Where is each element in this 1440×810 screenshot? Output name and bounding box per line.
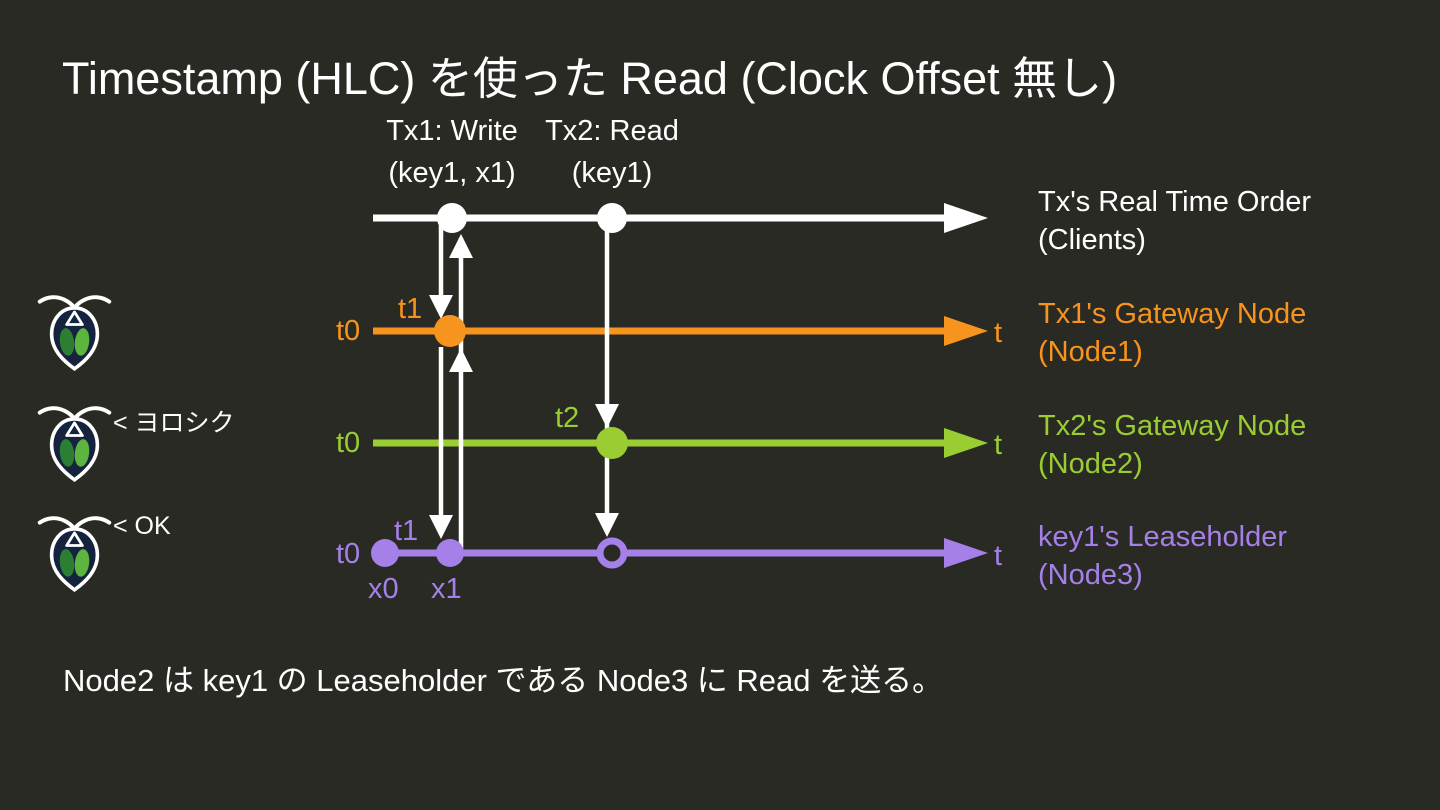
node3-x1-label: x1 bbox=[431, 573, 462, 605]
slide-note: Node2 は key1 の Leaseholder である Node3 に R… bbox=[63, 663, 944, 698]
node3-x0-label: x0 bbox=[368, 573, 399, 605]
node3-x1-dot bbox=[436, 539, 464, 567]
tx2-client-event-dot bbox=[597, 203, 627, 233]
node1-t-label: t bbox=[994, 317, 1003, 349]
cockroachdb-roach-icon bbox=[37, 516, 112, 592]
node1-timeline-label: Tx1's Gateway Node (Node1) bbox=[1038, 295, 1306, 371]
tx1-header-line1: Tx1: Write bbox=[386, 115, 518, 147]
tx2-header-line1: Tx2: Read bbox=[545, 115, 679, 147]
tx1-request-arrow bbox=[429, 218, 453, 539]
clients-timeline-label: Tx's Real Time Order (Clients) bbox=[1038, 183, 1311, 259]
node3-t-label: t bbox=[994, 540, 1003, 572]
node3-x0-dot bbox=[371, 539, 399, 567]
node2-timeline-axis bbox=[373, 428, 988, 458]
node1-t1-event-dot bbox=[434, 315, 466, 347]
tx2-header: Tx2: Read (key1) bbox=[500, 110, 724, 194]
node3-t1-event-label: t1 bbox=[394, 515, 419, 547]
cockroachdb-roach-icon bbox=[37, 295, 112, 371]
clients-timeline-axis bbox=[373, 203, 988, 233]
node3-timeline-label: key1's Leaseholder (Node3) bbox=[1038, 518, 1287, 594]
clients-timeline-subtitle: (Clients) bbox=[1038, 224, 1146, 256]
node1-timeline-subtitle: (Node1) bbox=[1038, 336, 1143, 368]
tx1-header: Tx1: Write (key1, x1) bbox=[340, 110, 564, 194]
tx1-client-event-dot bbox=[437, 203, 467, 233]
node3-timeline-title: key1's Leaseholder bbox=[1038, 521, 1287, 553]
tx1-header-line2: (key1, x1) bbox=[388, 157, 516, 189]
node1-timeline-axis bbox=[373, 316, 988, 346]
node1-t1-event-label: t1 bbox=[398, 293, 423, 325]
node2-timeline-label: Tx2's Gateway Node (Node2) bbox=[1038, 407, 1306, 483]
node2-t0-label: t0 bbox=[336, 427, 361, 459]
clients-timeline-title: Tx's Real Time Order bbox=[1038, 186, 1312, 218]
tx1-response-arrow bbox=[449, 234, 473, 553]
tx2-header-line2: (key1) bbox=[571, 157, 653, 189]
node3-timeline-axis bbox=[373, 538, 988, 568]
node2-timeline-title: Tx2's Gateway Node bbox=[1038, 410, 1307, 442]
slide-title: Timestamp (HLC) を使った Read (Clock Offset … bbox=[62, 53, 1118, 104]
cockroachdb-roach-icon bbox=[37, 406, 112, 482]
node3-read-hollow-dot bbox=[596, 537, 628, 569]
node2-timeline-subtitle: (Node2) bbox=[1038, 448, 1143, 480]
node1-t0-label: t0 bbox=[336, 315, 361, 347]
node1-timeline-title: Tx1's Gateway Node bbox=[1038, 298, 1307, 330]
node2-t2-event-dot bbox=[596, 427, 628, 459]
node3-timeline-subtitle: (Node3) bbox=[1038, 559, 1143, 591]
node2-t2-event-label: t2 bbox=[555, 402, 580, 434]
tx2-request-arrow bbox=[595, 218, 619, 537]
node3-speech-label: < OK bbox=[113, 512, 171, 540]
node2-t-label: t bbox=[994, 429, 1003, 461]
node3-t0-label: t0 bbox=[336, 538, 361, 570]
node2-speech-label: < ヨロシク bbox=[113, 409, 235, 437]
